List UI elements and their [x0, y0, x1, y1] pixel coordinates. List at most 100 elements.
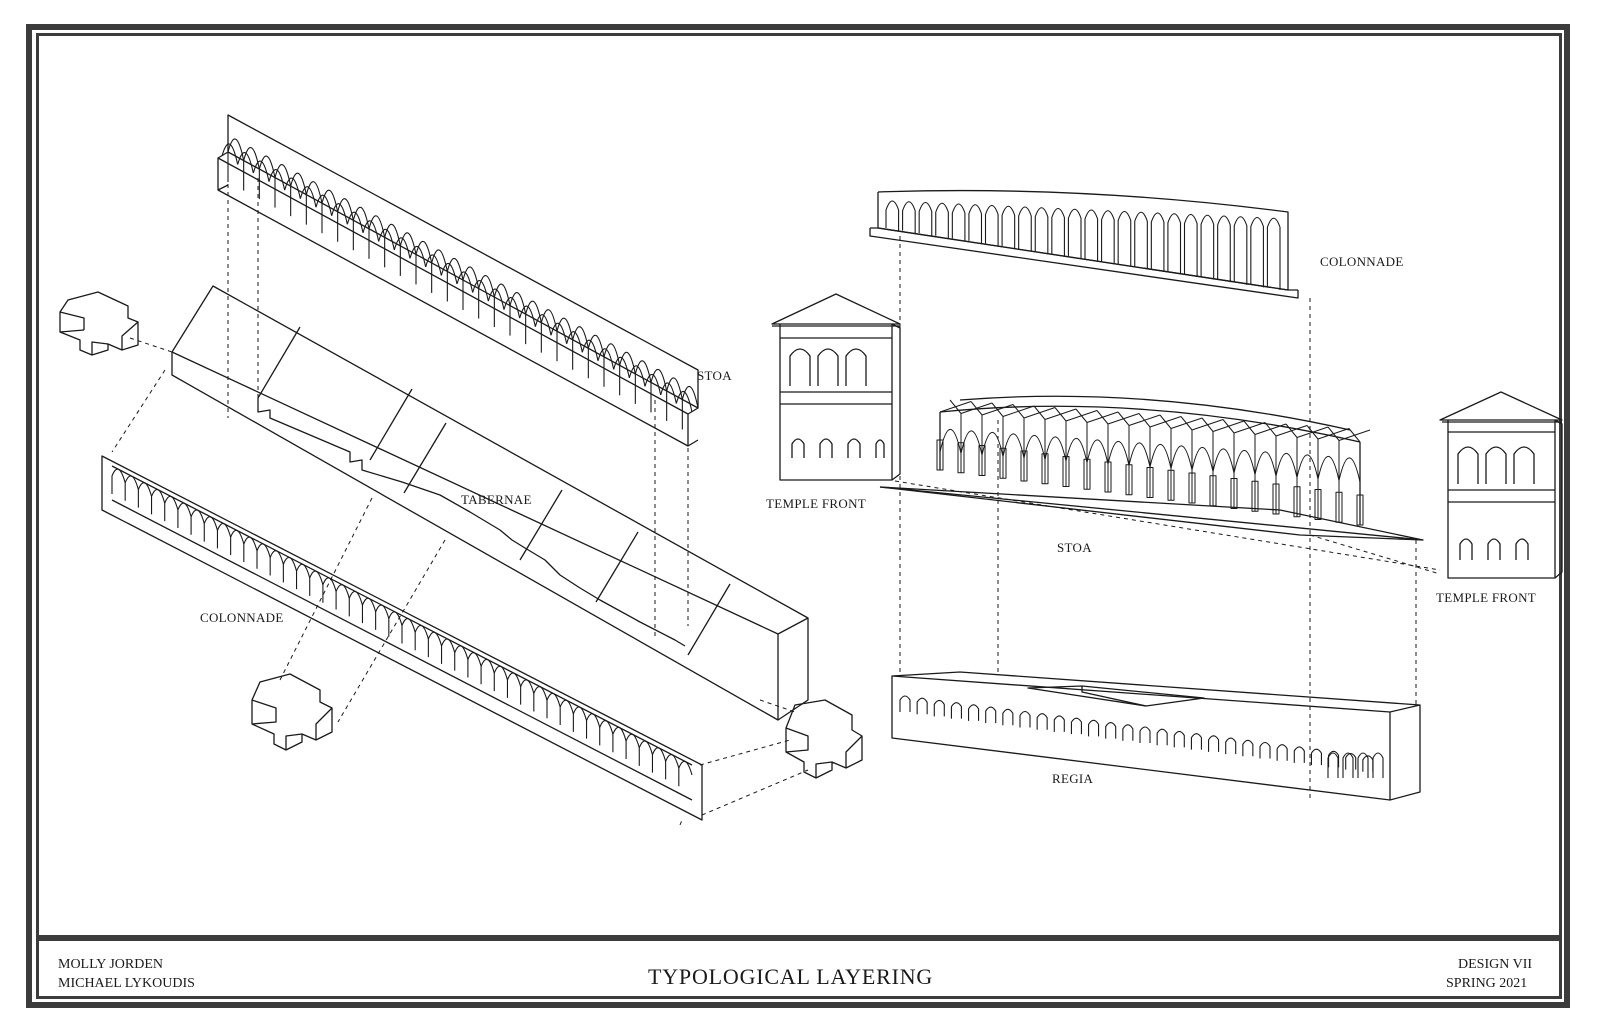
stoa-vault-arch — [587, 334, 605, 357]
stoa-column-base — [1314, 489, 1322, 520]
stoa-arch — [1149, 444, 1172, 469]
stoa-column-base — [1335, 491, 1343, 523]
stoa-vault-arch — [446, 258, 464, 281]
stoa-column-base — [1188, 472, 1196, 504]
stoa-vault-arch — [243, 147, 260, 170]
stoa-rib — [1033, 405, 1046, 420]
stoa-column-base — [1356, 494, 1364, 526]
regia-window — [1276, 744, 1288, 761]
regia-window — [1208, 735, 1220, 752]
course-term: SPRING 2021 — [1446, 976, 1528, 991]
stoa-vault-arch — [525, 300, 542, 323]
colonnade-arch — [480, 658, 495, 685]
colonnade-arch — [1150, 212, 1165, 272]
regia-end-window — [1342, 752, 1354, 778]
stoa-vault-arch — [509, 292, 527, 315]
sheet-title: TYPOLOGICAL LAYERING — [648, 964, 934, 989]
label-left-colonnade: COLONNADE — [200, 610, 284, 625]
stoa-vault-arch — [634, 360, 652, 383]
colonnade-arch — [968, 204, 983, 244]
colonnade-arch — [1117, 210, 1132, 267]
right-stoa-frame — [879, 395, 1424, 541]
regia-window — [985, 706, 997, 724]
stoa-column-base — [978, 445, 986, 476]
colonnade-arch — [388, 611, 403, 637]
colonnade-arch — [137, 482, 153, 508]
label-temple-front-right: TEMPLE FRONT — [1436, 590, 1537, 605]
stoa-vault-arch — [378, 228, 395, 250]
colonnade-arch — [533, 686, 548, 712]
right-colonnade — [869, 189, 1299, 299]
stoa-vault-arch — [650, 369, 668, 392]
regia-window — [1293, 746, 1305, 763]
colonnade-arch — [361, 597, 377, 624]
right-regia-block — [891, 671, 1421, 801]
regia-window — [1122, 724, 1134, 741]
colonnade-arch — [651, 747, 667, 773]
stoa-vault-arch — [603, 343, 621, 366]
colonnade-arch — [440, 638, 456, 664]
stoa-column-base — [999, 447, 1007, 479]
stoa-rib — [1264, 422, 1277, 437]
stoa-vault-arch — [478, 275, 495, 298]
regia-window — [968, 704, 980, 721]
regia-window — [916, 697, 928, 715]
stoa-vault-arch — [487, 288, 505, 310]
stoa-column-base — [1167, 469, 1175, 501]
stoa-vault-arch — [628, 365, 646, 387]
label-left-stoa: STOA — [697, 368, 732, 383]
stoa-column-base — [1104, 461, 1112, 493]
stoa-rib — [1117, 411, 1130, 426]
stoa-vault-arch — [581, 339, 599, 361]
colonnade-arch — [414, 624, 429, 651]
regia-window — [1139, 726, 1151, 743]
label-regia: REGIA — [1052, 771, 1094, 786]
stoa-arch — [1191, 447, 1214, 472]
stoa-column-base — [936, 439, 944, 471]
colonnade-arch — [585, 713, 601, 739]
stoa-vault-arch — [415, 241, 433, 264]
colonnade-arch — [935, 202, 949, 239]
stoa-vault-arch — [681, 386, 699, 409]
regia-window — [1173, 730, 1185, 748]
stoa-vault-arch — [284, 177, 301, 199]
colonnade-arch — [150, 489, 166, 515]
colonnade-arch — [572, 706, 588, 732]
stoa-column-base — [1125, 464, 1133, 496]
colonnade-arch — [269, 550, 284, 576]
stoa-column-base — [1251, 480, 1259, 512]
colonnade-arch — [506, 672, 522, 698]
colonnade-arch — [1018, 206, 1032, 252]
stoa-vault-arch — [550, 322, 568, 344]
stoa-vault-arch — [274, 164, 292, 187]
stoa-arch — [1023, 435, 1046, 460]
stoa-vault-arch — [462, 266, 480, 289]
stoa-vault-arch — [493, 283, 511, 306]
colonnade-arch — [124, 475, 139, 501]
colonnade-arch — [1233, 216, 1248, 285]
regia-window — [1328, 750, 1340, 768]
stoa-vault-arch — [440, 263, 458, 285]
colonnade-arch — [1084, 209, 1099, 262]
label-left-tabernae: TABERNAE — [461, 492, 532, 507]
colonnade-arch — [190, 509, 205, 535]
colonnade-arch — [599, 720, 614, 746]
regia-window — [1053, 715, 1065, 732]
colonnade-arch — [230, 529, 245, 556]
stoa-arch — [939, 429, 962, 454]
regia-window — [950, 702, 962, 719]
left-terminal-blocks — [59, 291, 863, 779]
stoa-vault-arch — [666, 377, 683, 400]
stoa-arch — [1002, 433, 1025, 459]
stoa-column-base — [1146, 467, 1154, 498]
regia-window — [1036, 713, 1048, 730]
stoa-vault-arch — [556, 317, 574, 340]
stoa-vault-arch — [384, 224, 401, 246]
regia-window — [1156, 728, 1168, 746]
label-right-colonnade: COLONNADE — [1320, 254, 1404, 269]
stoa-vault-arch — [456, 271, 474, 293]
title-block-divider — [36, 935, 1562, 941]
stoa-vault-arch — [321, 189, 339, 212]
inner-frame — [36, 33, 1562, 999]
colonnade-arch — [216, 522, 232, 549]
